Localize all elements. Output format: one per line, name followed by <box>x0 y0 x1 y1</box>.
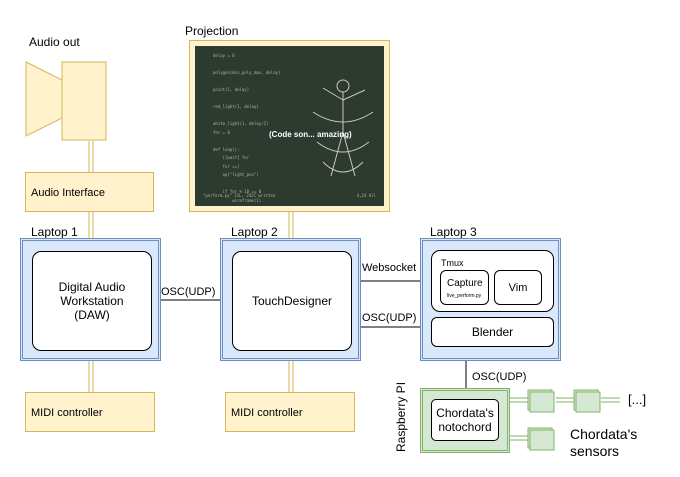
code-line: delay = 0 <box>213 53 235 58</box>
vim-label: Vim <box>508 281 528 294</box>
projection-screen: delay = 0 polygon(min_poly_max, delay) p… <box>189 40 390 212</box>
sensors-ellipsis: [...] <box>628 392 647 407</box>
code-line: for = 0 <box>213 129 230 135</box>
projection-label: Projection <box>185 24 239 38</box>
code-line <box>213 180 280 189</box>
sensor-wire <box>510 397 620 441</box>
touchdesigner-label: TouchDesigner <box>251 294 333 308</box>
daw-node: Digital Audio Workstation (DAW) <box>32 251 152 351</box>
edge-label-websocket: Websocket <box>362 262 417 274</box>
editor-status-right: 4,24 All <box>356 193 376 198</box>
projection-image: delay = 0 polygon(min_poly_max, delay) p… <box>195 46 384 206</box>
touchdesigner-node: TouchDesigner <box>232 251 352 351</box>
midi-controller-1: MIDI controller <box>25 392 155 432</box>
code-line: else: <box>213 205 280 206</box>
laptop1-label: Laptop 1 <box>31 225 78 239</box>
edge-label-osc-1: OSC(UDP) <box>161 286 216 298</box>
sensors-label: Chordata's sensors <box>570 426 638 459</box>
laptop2-box: TouchDesigner <box>220 238 361 361</box>
code-line: point(1, delay) <box>213 87 250 92</box>
laptop3-box: Tmux Capture live_perform.py Vim Blender <box>420 238 561 361</box>
overlay-text: (Code son... amazing) <box>269 130 352 139</box>
notochord-label: Chordata's notochord <box>436 406 494 434</box>
audio-interface-label: Audio Interface <box>31 187 105 199</box>
midi-controller-2: MIDI controller <box>225 392 355 432</box>
code-line <box>213 61 280 70</box>
raspberry-pi-box: Chordata's notochord <box>420 388 510 453</box>
blender-label: Blender <box>471 325 514 339</box>
edge-label-osc-3: OSC(UDP) <box>472 371 527 383</box>
sensor-chain <box>527 389 601 451</box>
laptop2-label: Laptop 2 <box>231 225 278 239</box>
code-line <box>213 78 280 87</box>
laptop3-label: Laptop 3 <box>430 225 477 239</box>
audio-interface-box: Audio Interface <box>25 172 154 212</box>
notochord-node: Chordata's notochord <box>431 399 499 441</box>
tmux-node: Tmux Capture live_perform.py Vim <box>431 250 554 312</box>
daw-label: Digital Audio Workstation (DAW) <box>58 280 126 322</box>
capture-node: Capture live_perform.py <box>440 270 489 305</box>
code-line <box>213 95 280 104</box>
capture-label: Capture <box>447 278 483 289</box>
code-line: polygon(min_poly_max, delay) <box>213 70 281 75</box>
code-line: op("light_pos") <box>213 172 259 177</box>
midi-controller-2-label: MIDI controller <box>231 407 303 419</box>
code-line: if for % 10 == 0 <box>213 189 262 194</box>
code-lines: delay = 0 polygon(min_poly_max, delay) p… <box>213 52 280 206</box>
code-line <box>213 112 280 121</box>
sensor-icon-2 <box>573 389 601 413</box>
vim-node: Vim <box>494 270 542 305</box>
blender-node: Blender <box>431 317 554 347</box>
audio-wire <box>88 141 294 392</box>
code-line: [[wait] for <box>213 155 250 160</box>
code-line: def loop(): <box>213 146 240 152</box>
code-line: wireframe(1) <box>213 197 262 203</box>
capture-file-label: live_perform.py <box>447 293 482 299</box>
code-line: for ==] <box>213 163 240 169</box>
edge-label-osc-2: OSC(UDP) <box>362 312 417 324</box>
code-line: red_light(1, delay) <box>213 104 259 109</box>
midi-controller-1-label: MIDI controller <box>31 407 103 419</box>
dancer-figure <box>312 79 374 177</box>
sensor-icon-1 <box>527 389 555 413</box>
speaker-icon <box>25 61 107 141</box>
raspberry-pi-label: Raspberry PI <box>394 381 408 452</box>
sensor-icon-3 <box>527 427 555 451</box>
laptop1-box: Digital Audio Workstation (DAW) <box>20 238 161 361</box>
audio-out-label: Audio out <box>29 35 80 49</box>
editor-status-left: "perform.py" 21L, 242C written <box>203 193 276 198</box>
tmux-label: Tmux <box>441 258 464 268</box>
code-line: white_light(1, delay/2) <box>213 121 269 126</box>
